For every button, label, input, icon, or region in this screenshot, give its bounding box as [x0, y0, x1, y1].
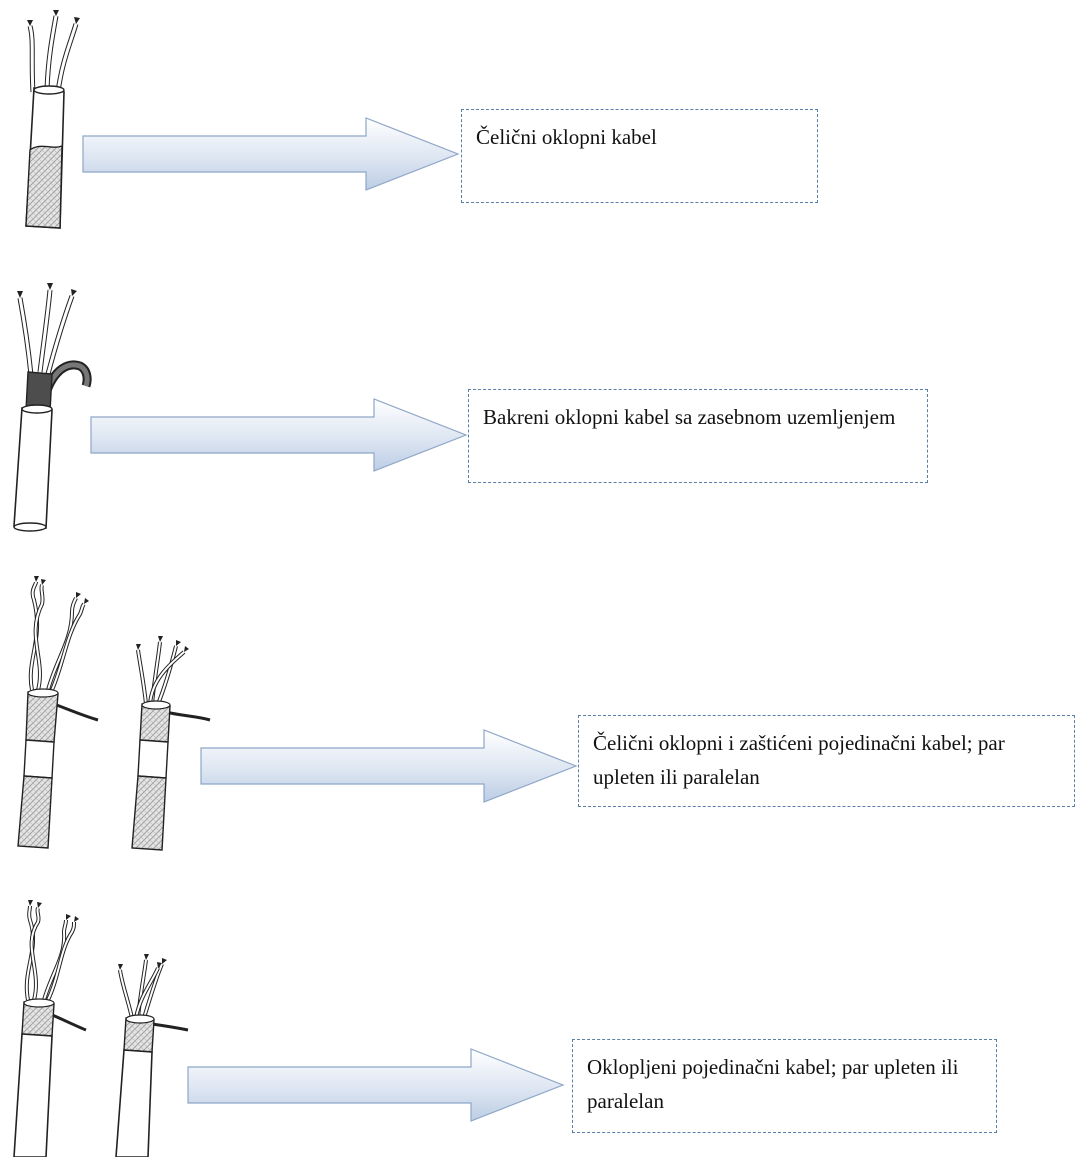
cable-icon: [115, 954, 189, 1157]
cable-label-steel-armoured-screened: Čelični oklopni i zaštićeni pojedinačni …: [578, 715, 1075, 807]
cable-icon: [25, 10, 80, 229]
arrow-right-icon: [82, 117, 460, 191]
arrow-right-icon: [90, 398, 468, 472]
cable-icon: [131, 636, 211, 851]
cable-icon: [17, 576, 99, 849]
cable-icon: [13, 900, 87, 1157]
cable-label-text: Oklopljeni pojedinačni kabel; par uplete…: [587, 1055, 959, 1113]
arrow-right-icon: [187, 1048, 565, 1122]
cable-label-text: Bakreni oklopni kabel sa zasebnom uzemlj…: [483, 405, 896, 429]
cable-label-screened-pairs: Oklopljeni pojedinačni kabel; par uplete…: [572, 1039, 997, 1133]
cable-label-steel-armoured: Čelični oklopni kabel: [461, 109, 818, 203]
cable-label-text: Čelični oklopni kabel: [476, 125, 657, 149]
cable-label-text: Čelični oklopni i zaštićeni pojedinačni …: [593, 731, 1005, 789]
cable-icon: [13, 283, 92, 532]
arrow-right-icon: [200, 729, 578, 803]
cable-label-copper-armoured: Bakreni oklopni kabel sa zasebnom uzemlj…: [468, 389, 928, 483]
